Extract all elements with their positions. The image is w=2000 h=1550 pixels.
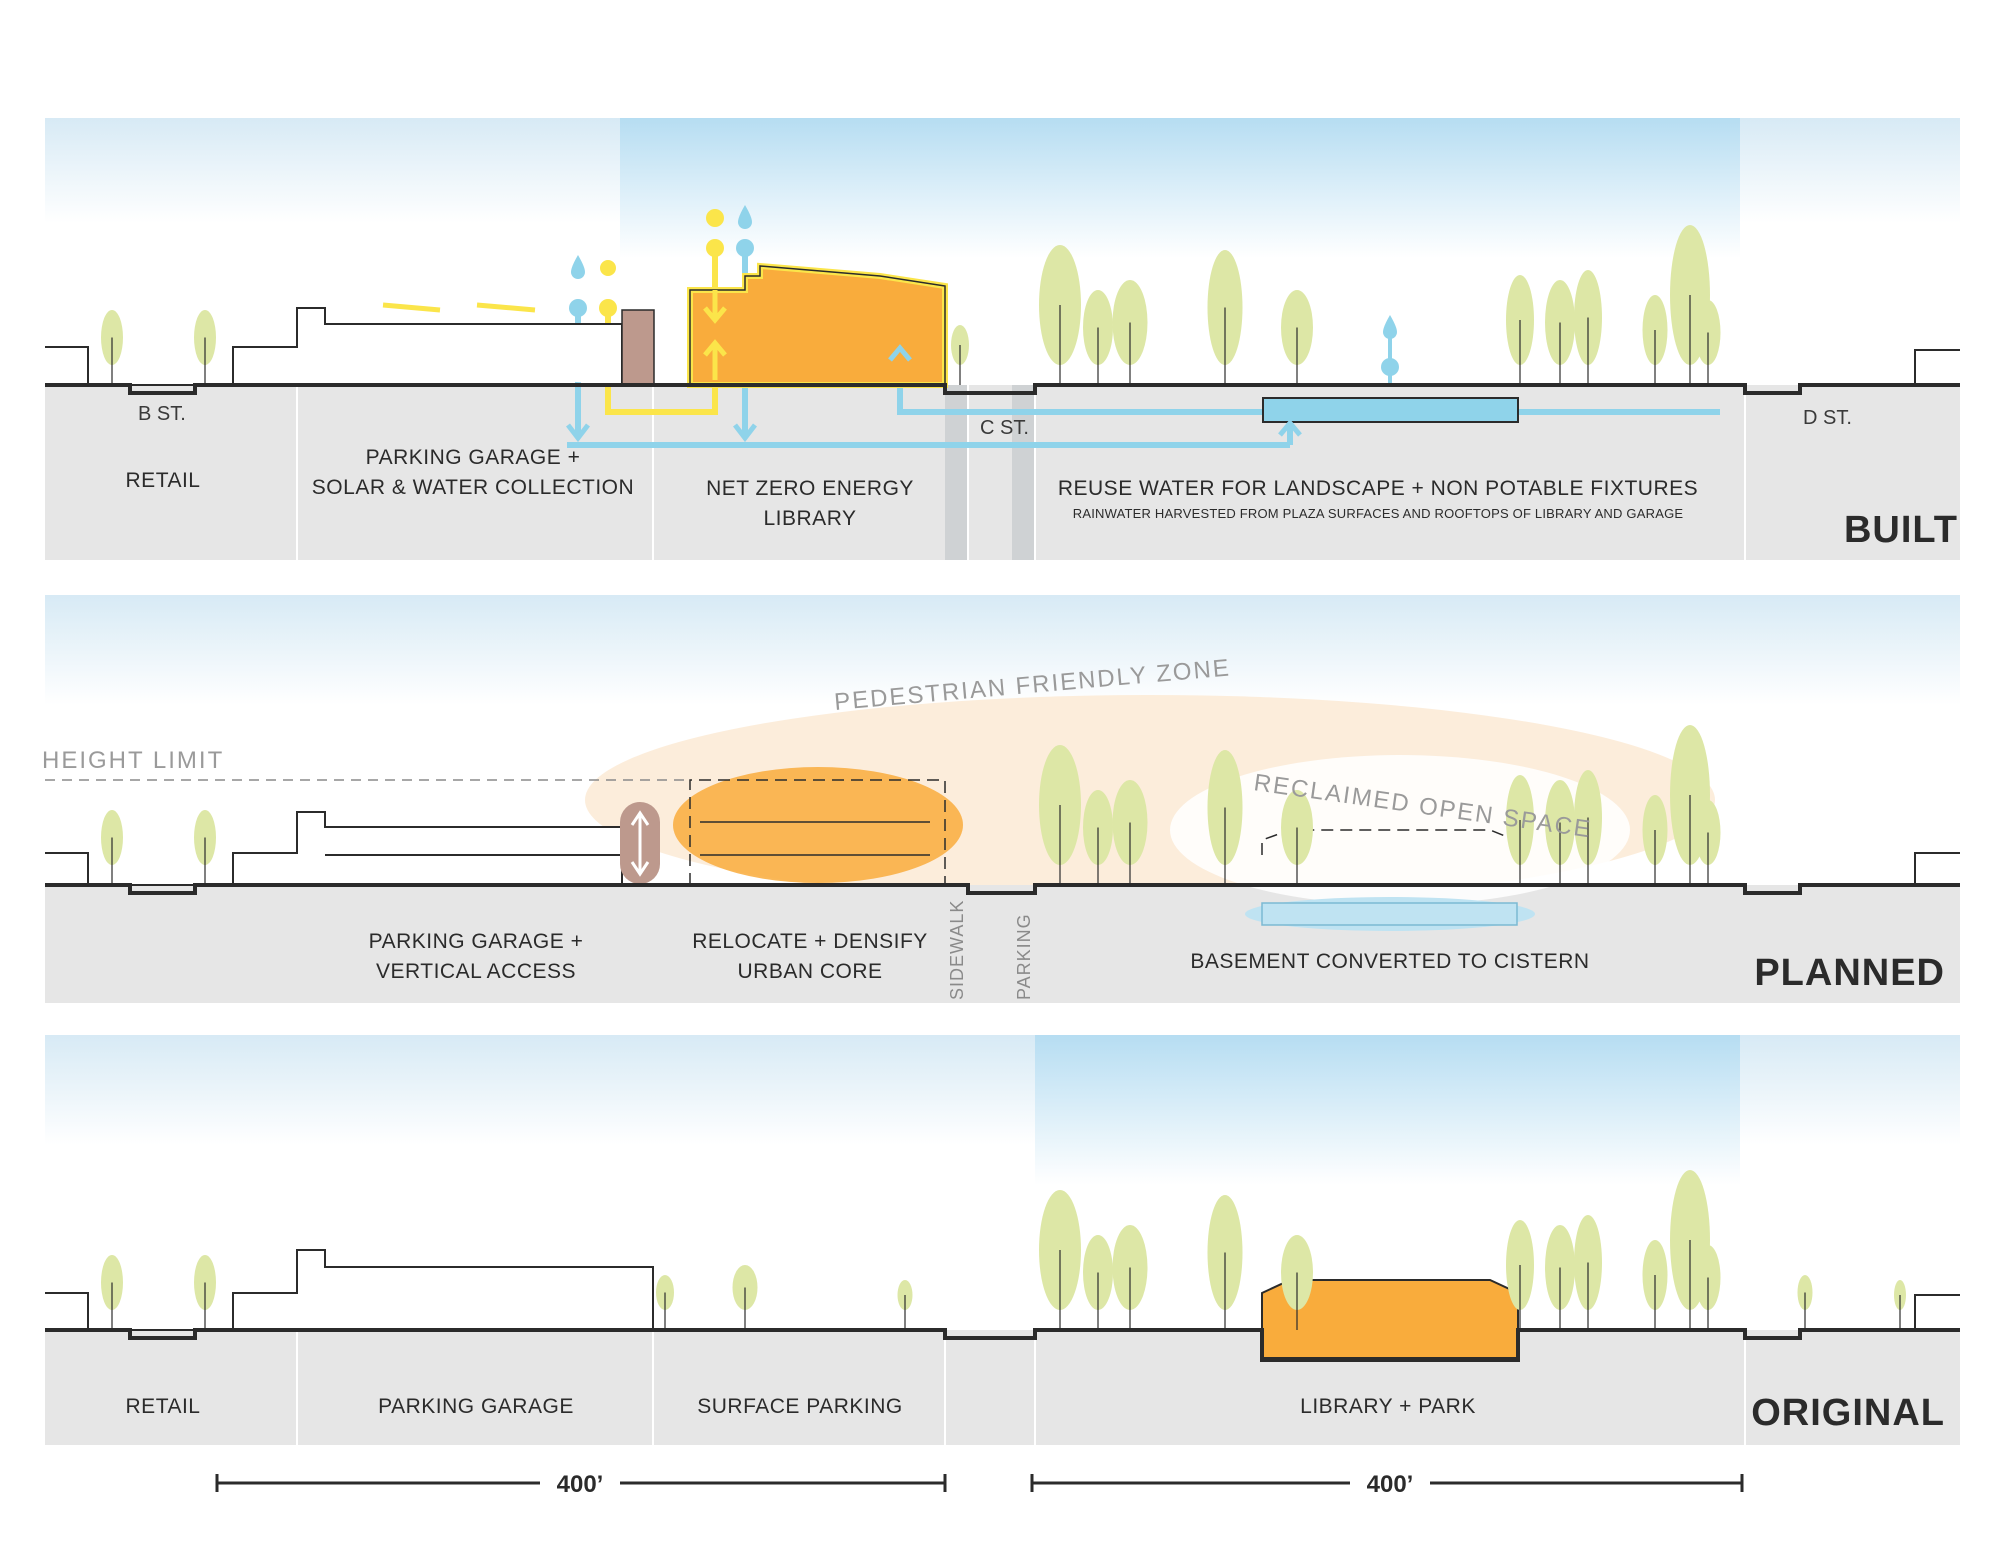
section-title-built: BUILT: [1844, 509, 1958, 551]
zone-label-reuse-2: RAINWATER HARVESTED FROM PLAZA SURFACES …: [1073, 506, 1684, 521]
ground-section: [45, 1330, 1960, 1445]
garage-outline: [45, 1249, 654, 1331]
ground-line: [45, 1328, 1960, 1362]
zone-dividers: [296, 1330, 1746, 1445]
core-massing: [689, 779, 946, 885]
zone-label-garage-2: VERTICAL ACCESS: [376, 960, 576, 983]
cistern: [1262, 397, 1519, 423]
sidewalk-label: SIDEWALK: [947, 900, 967, 1000]
zone-label-library-2: LIBRARY: [764, 507, 857, 530]
tree-group: [101, 1170, 1906, 1330]
sidewalk-strip: [945, 385, 967, 560]
street-label-b: B ST.: [138, 403, 186, 425]
section-title-planned: PLANNED: [1754, 952, 1945, 994]
scale-label-left: 400’: [557, 1471, 604, 1498]
solar-panels: [382, 302, 536, 313]
ground-line: [45, 383, 1960, 395]
built-section: B ST. C ST. D ST. RETAIL PARKING GARAGE …: [45, 118, 1960, 560]
zone-label-garage: PARKING GARAGE: [378, 1395, 574, 1418]
urban-core: [673, 767, 963, 883]
parking-label: PARKING: [1014, 913, 1034, 1000]
water-drop-icon: [571, 205, 1397, 385]
sky: [45, 595, 1960, 705]
cistern: [1261, 902, 1518, 926]
zone-label-garage-1: PARKING GARAGE +: [366, 446, 581, 469]
planned-section: HEIGHT LIMIT PEDESTRIAN FRIENDLY ZONE RE…: [42, 595, 1960, 1003]
parking-strip: [1012, 385, 1034, 560]
garage-outline: [45, 307, 623, 386]
sun-icon: [600, 209, 724, 276]
ground-line: [45, 883, 1960, 895]
library-outline: [689, 265, 946, 385]
zone-label-garage-2: SOLAR & WATER COLLECTION: [312, 476, 634, 499]
sky-highlight: [1035, 1035, 1740, 1185]
street-label-d: D ST.: [1803, 407, 1852, 429]
ground-section: [45, 885, 1960, 1003]
solar-arrows: [703, 290, 727, 380]
vertical-arrow-icon: [630, 810, 650, 877]
building-edge: [1914, 1294, 1960, 1330]
building-edge: [1914, 349, 1960, 385]
zone-label-core-1: RELOCATE + DENSIFY: [692, 930, 928, 953]
building-edge: [1914, 852, 1960, 885]
section-title-original: ORIGINAL: [1751, 1392, 1945, 1434]
garage-outline: [45, 811, 623, 886]
water-arrows: [566, 344, 1302, 443]
scale-bar-right: [1030, 1474, 1744, 1492]
sky-highlight: [620, 118, 1740, 258]
net-zero-library: [687, 262, 948, 388]
zone-label-retail: RETAIL: [126, 469, 201, 492]
scale-bar-left: [215, 1474, 947, 1492]
zone-label-cistern: BASEMENT CONVERTED TO CISTERN: [1190, 950, 1589, 973]
scale-bars: 400’ 400’: [215, 1471, 1744, 1498]
zone-label-surface: SURFACE PARKING: [697, 1395, 902, 1418]
elevator-core: [621, 309, 655, 386]
zone-label-library: LIBRARY + PARK: [1300, 1395, 1476, 1418]
zone-label-garage-1: PARKING GARAGE +: [369, 930, 584, 953]
zone-label-library-1: NET ZERO ENERGY: [706, 477, 914, 500]
height-limit-label: HEIGHT LIMIT: [42, 747, 224, 774]
street-label-c: C ST.: [980, 417, 1029, 439]
zone-label-reuse-1: REUSE WATER FOR LANDSCAPE + NON POTABLE …: [1058, 477, 1698, 500]
scale-label-right: 400’: [1367, 1471, 1414, 1498]
tree-group: [101, 725, 1721, 885]
tree-group: [101, 225, 1721, 385]
zone-label-retail: RETAIL: [126, 1395, 201, 1418]
original-section: RETAIL PARKING GARAGE SURFACE PARKING LI…: [45, 1035, 1960, 1445]
zone-label-core-2: URBAN CORE: [737, 960, 882, 983]
